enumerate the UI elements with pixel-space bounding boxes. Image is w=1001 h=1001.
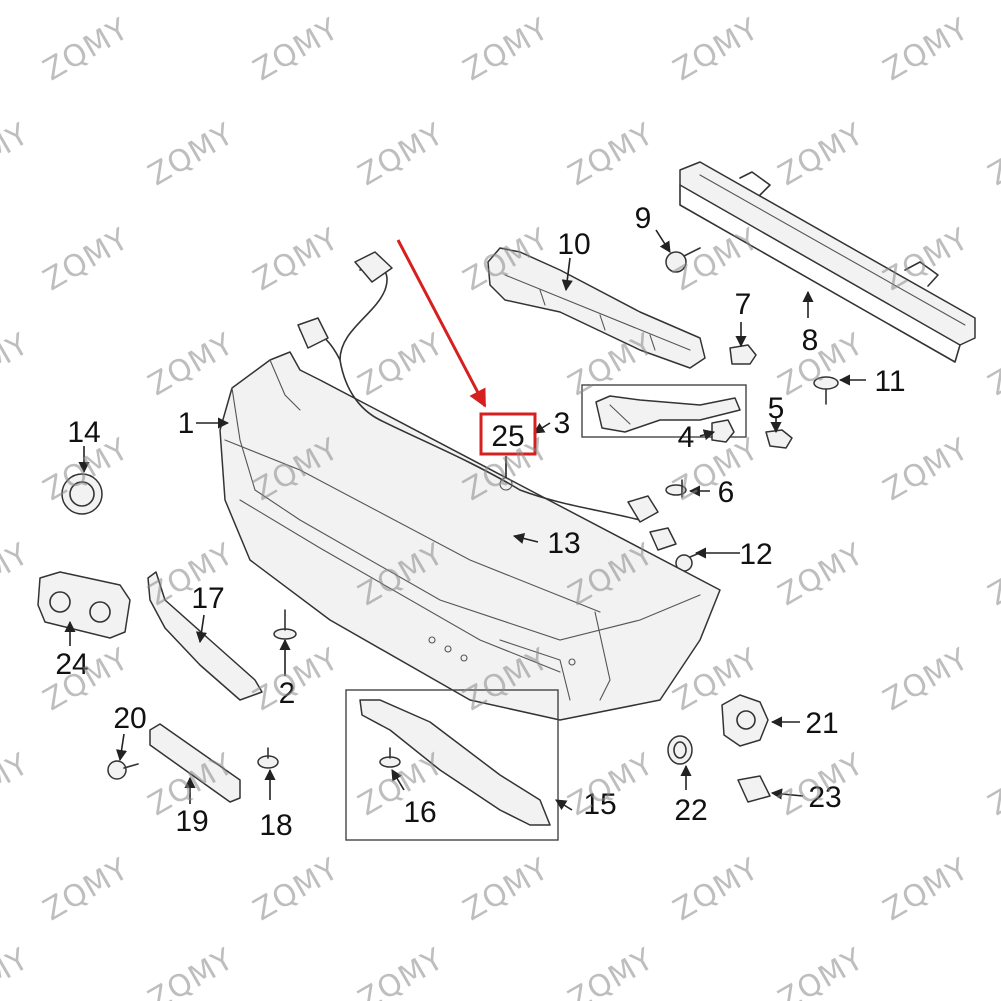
watermark-text: ZQMY <box>458 852 555 928</box>
watermark-text: ZQMY <box>773 942 870 1001</box>
side-bracket-part <box>595 395 741 433</box>
callout-6: 6 <box>718 476 735 509</box>
watermark-text: ZQMY <box>563 117 660 193</box>
watermark-text: ZQMY <box>878 852 975 928</box>
callout-21: 21 <box>805 707 838 740</box>
watermark-text: ZQMY <box>248 12 345 88</box>
lower-deflector-part <box>359 699 551 826</box>
watermark-text: ZQMY <box>668 222 765 298</box>
watermark-text: ZQMY <box>983 117 1001 193</box>
callout-4: 4 <box>678 421 695 454</box>
clip-7-part <box>729 344 757 365</box>
callout-18: 18 <box>259 809 292 842</box>
watermark-text: ZQMY <box>878 642 975 718</box>
lamp-housing-24-part <box>37 571 131 639</box>
callout-9: 9 <box>635 202 652 235</box>
callout-10: 10 <box>557 228 590 261</box>
watermark-text: ZQMY <box>143 117 240 193</box>
mounting-bracket-part <box>487 247 706 369</box>
watermark-text: ZQMY <box>563 327 660 403</box>
watermark-text: ZQMY <box>0 117 35 193</box>
sensor-grommet-22-part <box>667 735 693 765</box>
watermark-text: ZQMY <box>983 327 1001 403</box>
group-box-15 <box>345 689 559 841</box>
bolt-9-part <box>665 247 701 273</box>
screw-20-part <box>107 760 139 780</box>
watermark-text: ZQMY <box>0 327 35 403</box>
watermark-text: ZQMY <box>668 852 765 928</box>
watermark-text: ZQMY <box>38 852 135 928</box>
group-box-3 <box>581 384 747 438</box>
watermark-text: ZQMY <box>0 942 35 1001</box>
watermark-text: ZQMY <box>143 942 240 1001</box>
callout-16: 16 <box>403 796 436 829</box>
watermark-text: ZQMY <box>878 12 975 88</box>
stud-2-part <box>273 609 297 640</box>
watermark-text: ZQMY <box>353 117 450 193</box>
highlight-group-25: 25 <box>396 239 537 456</box>
callout-17: 17 <box>191 582 224 615</box>
watermark-text: ZQMY <box>0 537 35 613</box>
watermark-text: ZQMY <box>353 327 450 403</box>
parking-sensor-21-part <box>721 694 769 747</box>
reinforcement-beam-part <box>679 161 976 363</box>
watermark-text: ZQMY <box>878 222 975 298</box>
callout-19: 19 <box>175 805 208 838</box>
watermark-text: ZQMY <box>38 12 135 88</box>
plate-bracket-19-part <box>149 723 241 803</box>
watermark-text: ZQMY <box>248 852 345 928</box>
callout-7: 7 <box>735 288 752 321</box>
callout-labels: 1 2 3 4 5 6 7 8 9 10 11 12 13 14 15 16 1… <box>55 202 905 842</box>
callout-15: 15 <box>583 788 616 821</box>
watermark-text: ZQMY <box>38 222 135 298</box>
watermark-text: ZQMY <box>668 12 765 88</box>
wiring-harness-part <box>297 251 677 551</box>
sensor-bracket-23-part <box>737 775 771 803</box>
callout-11: 11 <box>874 365 905 398</box>
watermark-text: ZQMY <box>983 537 1001 613</box>
callout-13: 13 <box>547 527 580 560</box>
callout-5: 5 <box>768 392 785 425</box>
callout-25: 25 <box>491 420 524 453</box>
bumper-cover-part <box>219 351 721 721</box>
watermark-text: ZQMY <box>878 432 975 508</box>
watermark-text: ZQMY <box>458 12 555 88</box>
watermark-text: ZQMY <box>983 747 1001 823</box>
callout-2: 2 <box>279 677 296 710</box>
watermark-text: ZQMY <box>248 222 345 298</box>
fastener-11-part <box>813 376 839 405</box>
highlight-arrow <box>396 239 487 408</box>
callout-23: 23 <box>808 781 841 814</box>
watermark-text: ZQMY <box>773 537 870 613</box>
bezel-ring-14-part <box>61 473 103 515</box>
callout-20: 20 <box>113 702 146 735</box>
watermark-text: ZQMY <box>563 942 660 1001</box>
watermark-text: ZQMY <box>773 117 870 193</box>
leader-lines <box>64 229 866 811</box>
callout-24: 24 <box>55 648 88 681</box>
screw-6-part <box>665 479 687 498</box>
fastener-16-part <box>379 747 401 768</box>
watermark-text: ZQMY <box>248 642 345 718</box>
watermark-text: ZQMY <box>773 327 870 403</box>
watermark-text: ZQMY <box>143 327 240 403</box>
callout-14: 14 <box>67 416 100 449</box>
watermark-text: ZQMY <box>0 747 35 823</box>
callout-22: 22 <box>674 794 707 827</box>
highlight-box <box>479 412 537 456</box>
callout-8: 8 <box>802 324 819 357</box>
retainer-5-part <box>765 429 793 449</box>
clip-4-part <box>711 419 735 443</box>
push-pin-18-part <box>257 747 279 769</box>
callout-3: 3 <box>554 407 571 440</box>
callout-1: 1 <box>178 407 195 440</box>
callout-12: 12 <box>739 538 772 571</box>
watermark-text: ZQMY <box>353 942 450 1001</box>
